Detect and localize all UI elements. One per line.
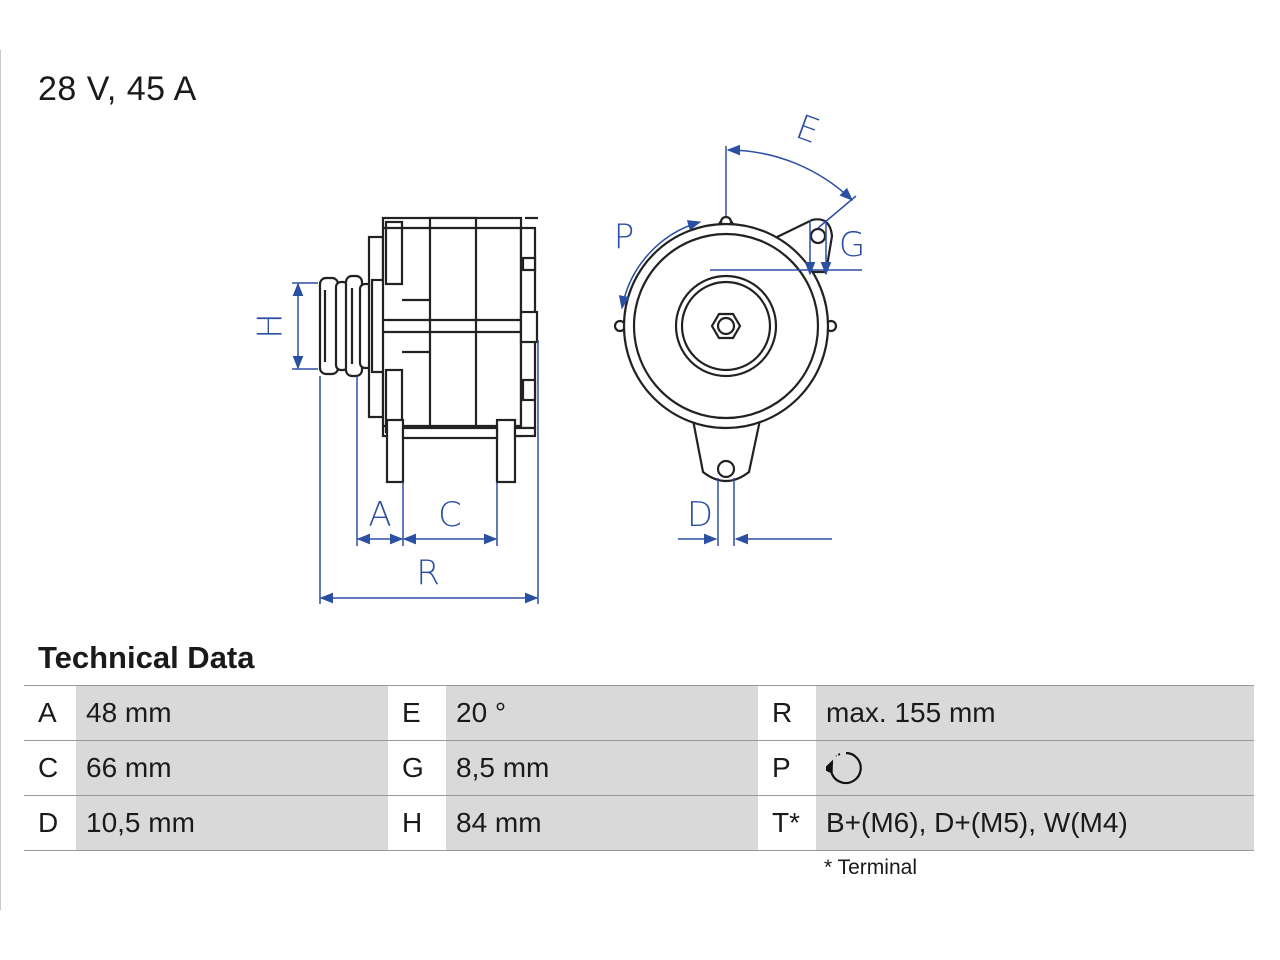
footnote-terminal: * Terminal — [824, 856, 917, 879]
side-view-dimensions — [292, 282, 539, 604]
spec-value: 10,5 mm — [76, 795, 388, 851]
spec-key: C — [24, 740, 76, 796]
dimension-label-d: D — [687, 495, 713, 535]
front-view — [613, 215, 838, 483]
pulley — [318, 274, 374, 378]
lower-mounting-foot — [691, 418, 762, 483]
table-row: C 66 mm G 8,5 mm P — [24, 740, 1254, 796]
spec-key: H — [388, 795, 446, 851]
housing — [381, 216, 539, 438]
spec-key: P — [758, 740, 816, 796]
dimension-label-h: H — [251, 313, 291, 339]
spec-value: max. 155 mm — [816, 685, 1254, 741]
dimension-label-e: E — [791, 107, 825, 152]
technical-data-title: Technical Data — [38, 640, 255, 675]
spec-value: 48 mm — [76, 685, 388, 741]
rotation-arrow-icon — [822, 751, 862, 785]
front-bearing-plate — [367, 235, 386, 419]
spec-value: 66 mm — [76, 740, 388, 796]
left-border-line — [0, 50, 1, 910]
spec-value: 84 mm — [446, 795, 758, 851]
technical-data-table: A 48 mm E 20 ° R max. 155 mm C 66 mm G 8… — [24, 685, 1254, 851]
spec-value: 8,5 mm — [446, 740, 758, 796]
mounting-feet — [385, 418, 537, 484]
spec-key: A — [24, 685, 76, 741]
spec-key: D — [24, 795, 76, 851]
dimension-label-c: C — [438, 495, 462, 535]
table-row: A 48 mm E 20 ° R max. 155 mm — [24, 685, 1254, 741]
page-title: 28 V, 45 A — [38, 70, 197, 108]
spec-key: G — [388, 740, 446, 796]
dimension-label-r: R — [416, 553, 440, 593]
spec-key: T* — [758, 795, 816, 851]
spec-key: E — [388, 685, 446, 741]
front-view-dimensions — [618, 144, 862, 546]
spec-value: 20 ° — [446, 685, 758, 741]
alternator-technical-drawing: H A C R — [251, 107, 865, 604]
spec-value: B+(M6), D+(M5), W(M4) — [816, 795, 1254, 851]
dimension-label-a: A — [368, 495, 391, 535]
spec-value-rotation — [816, 740, 1254, 796]
dimension-label-g: G — [839, 225, 865, 265]
spec-key: R — [758, 685, 816, 741]
side-view — [318, 216, 539, 484]
dimension-label-p: P — [614, 217, 635, 257]
table-row: D 10,5 mm H 84 mm T* B+(M6), D+(M5), W(M… — [24, 795, 1254, 851]
